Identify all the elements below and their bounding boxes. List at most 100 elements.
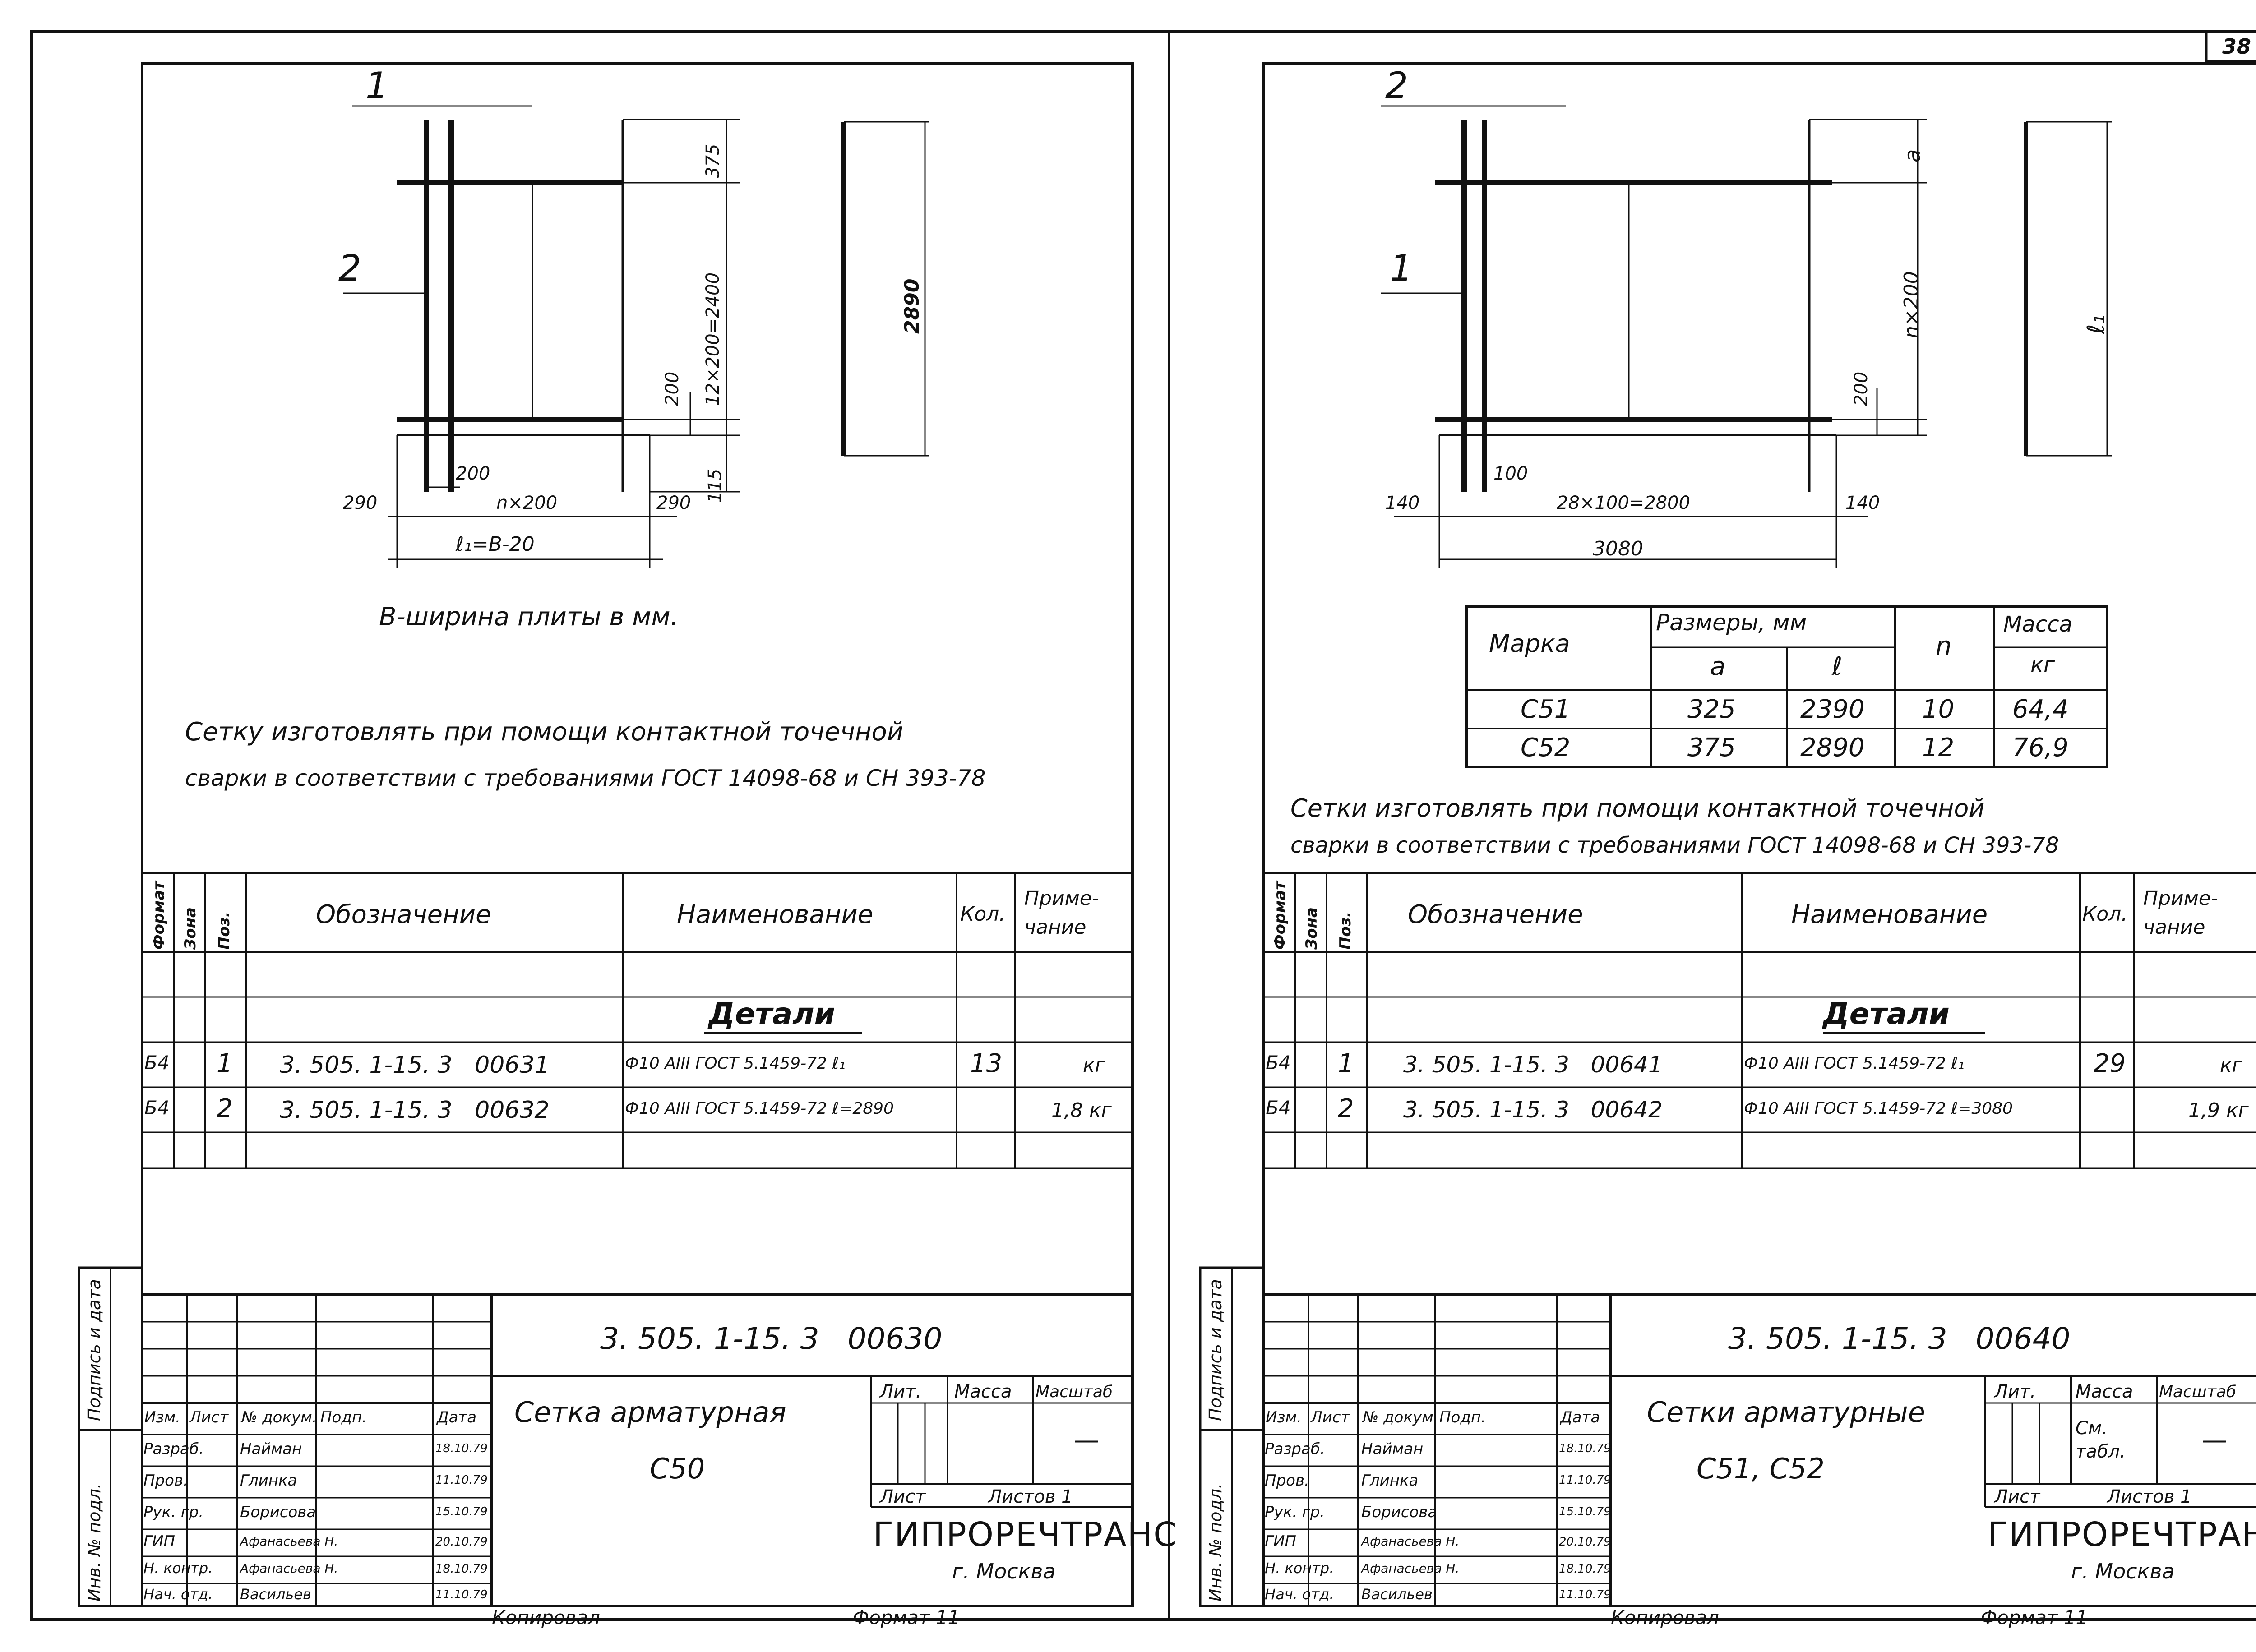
sheet-title-line-1: Сетки арматурные (1647, 1396, 1925, 1429)
spec-row-note: 1,8 кг (1051, 1099, 1112, 1122)
tb-role: ГИП (1265, 1532, 1296, 1550)
spec-row-pos: 2 (217, 1094, 233, 1123)
tb-date: 18.10.79 (435, 1442, 488, 1455)
dim-l1: ℓ₁=В-20 (456, 533, 535, 556)
note-line-2: сварки в соответствии с требованиями ГОС… (1290, 833, 2059, 858)
tb-role: Нач. отд. (143, 1586, 213, 1603)
dim-290-right: 290 (656, 493, 691, 513)
dim-140-right: 140 (1845, 493, 1880, 513)
tb-scale-value: — (1074, 1426, 1099, 1455)
tb-date: 20.10.79 (1559, 1535, 1611, 1549)
sheet-title-line-2: С50 (650, 1452, 705, 1485)
tb-header-list: Лист (190, 1408, 229, 1426)
dims-table-mark: С51 (1521, 695, 1571, 724)
org-city: г. Москва (952, 1559, 1056, 1583)
spec-row-designation: 3. 505. 1-15. 3 00632 (280, 1097, 550, 1124)
tb-name: Найман (1361, 1440, 1424, 1458)
spec-header-zone: Зона (181, 907, 199, 950)
spec-header-pos: Поз. (215, 911, 233, 950)
spec-header-pos: Поз. (1336, 911, 1355, 950)
side-label-signature: Подпись и дата (84, 1279, 104, 1421)
dim-l1: ℓ₁ (2083, 314, 2110, 334)
spec-header-designation: Обозначение (316, 900, 491, 929)
dim-12x200: 12×200=2400 (703, 272, 723, 406)
tb-date: 11.10.79 (435, 1588, 488, 1601)
spec-header-name: Наименование (1791, 900, 1988, 929)
tb-header-scale: Масштаб (2159, 1383, 2237, 1401)
spec-section-details: Детали (1823, 997, 1950, 1031)
dims-table-n: 10 (1922, 695, 1955, 724)
tb-name: Афанасьева Н. (1361, 1561, 1460, 1576)
dim-3080: 3080 (1593, 537, 1643, 560)
dim-n200: n×200 (1900, 271, 1923, 338)
tb-mass-value: См. табл. (2076, 1418, 2126, 1462)
spec-row-name: Ф10 АIII ГОСТ 5.1459-72 ℓ₁ (1744, 1054, 1965, 1073)
copied-by-label: Копировал (1611, 1606, 1719, 1629)
spec-row-pos: 1 (1338, 1049, 1354, 1078)
dims-table-mass: 76,9 (2012, 733, 2069, 762)
spec-row-pos: 1 (217, 1049, 233, 1078)
page-number: 38 (2222, 34, 2251, 59)
tb-header-sheet: Лист (1994, 1486, 2040, 1507)
dims-table-header-l: ℓ (1832, 652, 1843, 681)
dim-140-left: 140 (1385, 493, 1420, 513)
tb-role: Нач. отд. (1265, 1586, 1334, 1603)
tb-date: 20.10.79 (435, 1535, 488, 1549)
spec-header-qty: Кол. (960, 903, 1006, 926)
tb-header-lit: Лит. (880, 1381, 922, 1402)
tb-name: Афанасьева Н. (240, 1561, 338, 1576)
sheet-title-line-2: С51, С52 (1697, 1452, 1825, 1485)
spec-row-qty: 29 (2094, 1049, 2126, 1078)
tb-header-list: Лист (1311, 1408, 1350, 1426)
spec-row-format: Б4 (144, 1052, 170, 1074)
copied-by-label: Копировал (492, 1606, 600, 1629)
spec-row-designation: 3. 505. 1-15. 3 00642 (1403, 1097, 1663, 1123)
tb-header-mass: Масса (954, 1381, 1012, 1402)
dims-table-mark: С52 (1521, 733, 1571, 762)
dim-100: 100 (1493, 463, 1528, 484)
tb-name: Борисова (240, 1503, 316, 1521)
dims-table-l: 2890 (1800, 733, 1865, 762)
spec-row-name: Ф10 АIII ГОСТ 5.1459-72 ℓ₁ (625, 1054, 846, 1073)
dims-table-header-kg: кг (2030, 652, 2055, 678)
note-width: В-ширина плиты в мм. (379, 602, 679, 632)
dims-table-header-a: a (1710, 652, 1726, 681)
tb-date: 15.10.79 (435, 1505, 488, 1518)
tb-header-izm: Изм. (1266, 1408, 1302, 1426)
tb-role: Пров. (1265, 1472, 1309, 1490)
tb-header-mass: Масса (2076, 1381, 2133, 1402)
side-label-signature: Подпись и дата (1206, 1279, 1225, 1421)
dims-table-header-mark: Марка (1489, 629, 1570, 658)
spec-row-qty: 13 (970, 1049, 1003, 1078)
tb-header-lit: Лит. (1994, 1381, 2036, 1402)
tb-role: Разраб. (143, 1440, 204, 1458)
tb-role: Н. контр. (1265, 1560, 1334, 1577)
tb-name: Васильев (1361, 1586, 1433, 1603)
dims-table-n: 12 (1922, 733, 1955, 762)
tb-role: Разраб. (1265, 1440, 1325, 1458)
tb-name: Найман (240, 1440, 302, 1458)
spec-row-format: Б4 (1266, 1097, 1291, 1119)
tb-scale-value: — (2202, 1426, 2227, 1455)
spec-row-note: кг (2220, 1054, 2242, 1077)
side-label-inventory: Инв. № подл. (1206, 1483, 1225, 1601)
spec-row-note: кг (1083, 1054, 1105, 1077)
note-line-2: сварки в соответствии с требованиями ГОС… (185, 765, 986, 791)
dim-2890: 2890 (901, 278, 924, 334)
tb-header-sign: Подп. (320, 1408, 367, 1426)
spec-header-zone: Зона (1303, 907, 1321, 950)
tb-name: Афанасьева Н. (1361, 1534, 1460, 1549)
org-city: г. Москва (2071, 1559, 2175, 1583)
rebar-label-top: 1 (365, 65, 388, 106)
dim-200-vertical: 200 (662, 371, 683, 406)
spec-header-designation: Обозначение (1408, 900, 1583, 929)
spec-header-note: Приме- чание (1024, 887, 1099, 939)
spec-row-format: Б4 (1266, 1052, 1291, 1074)
tb-header-sheets: Листов 1 (2107, 1486, 2192, 1507)
spec-row-name: Ф10 АIII ГОСТ 5.1459-72 ℓ=3080 (1744, 1099, 2013, 1118)
dim-a: a (1900, 149, 1925, 162)
tb-name: Глинка (240, 1472, 297, 1490)
tb-date: 15.10.79 (1559, 1505, 1611, 1518)
tb-date: 18.10.79 (1559, 1562, 1611, 1576)
